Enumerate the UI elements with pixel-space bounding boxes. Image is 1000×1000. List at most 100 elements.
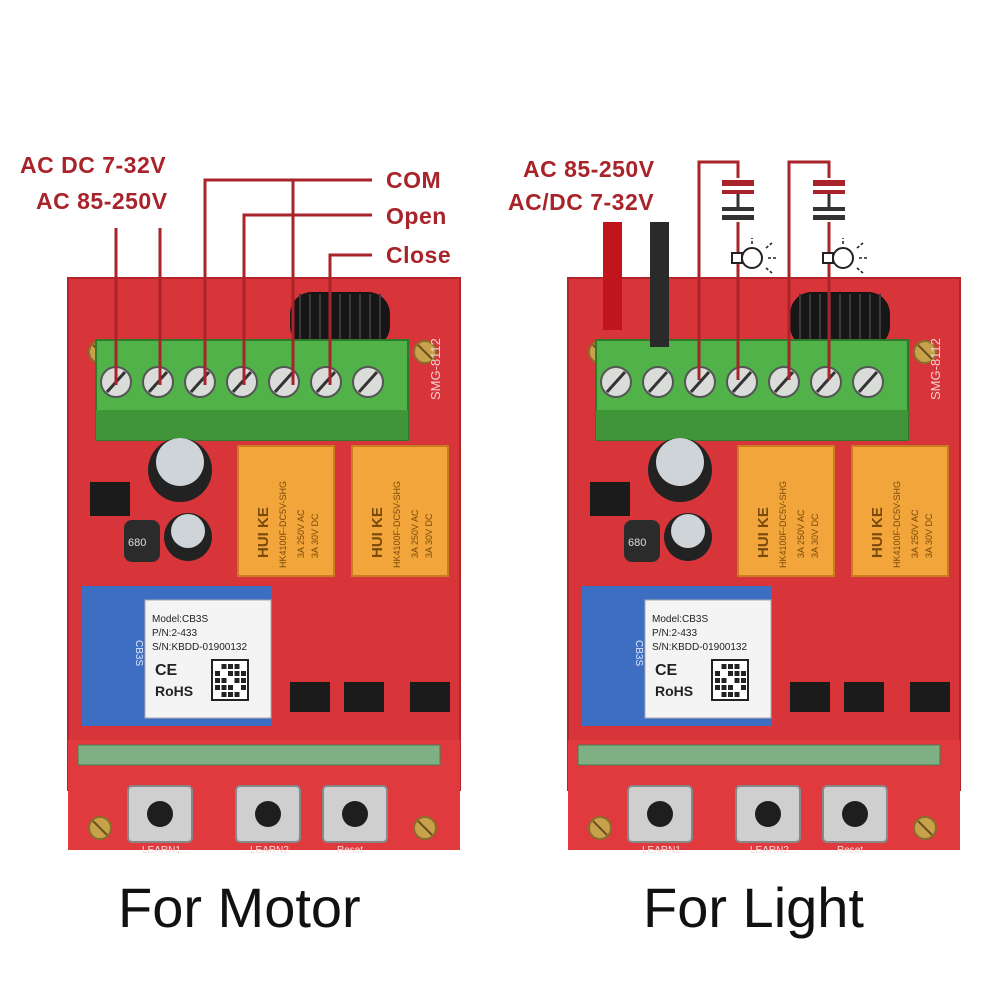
terminal-screw-slot bbox=[231, 370, 253, 394]
sn-line: S/N:KBDD-01900132 bbox=[152, 642, 247, 653]
qr-cell bbox=[215, 671, 220, 676]
button-label: Reset bbox=[337, 845, 363, 856]
qr-cell bbox=[728, 692, 733, 697]
qr-cell bbox=[734, 692, 740, 697]
board-code: SMG-8112 bbox=[428, 338, 443, 400]
board-code: SMG-8112 bbox=[928, 338, 943, 400]
push-button-cap bbox=[342, 801, 368, 827]
relay-rating-dc: 3A 30V DC bbox=[424, 513, 434, 558]
screw-slot bbox=[917, 820, 933, 836]
motor-board-photo: SMG-8112 680 HUI KE HK4100F-DC5V-SHG 3A 250V… bbox=[67, 178, 461, 856]
ic-chip bbox=[344, 682, 384, 712]
button-label: LEARN2 bbox=[750, 845, 789, 856]
qr-cell bbox=[234, 692, 240, 697]
relay-body bbox=[851, 445, 949, 577]
caption-for-motor: For Motor bbox=[118, 876, 361, 939]
qr-cell bbox=[215, 685, 220, 690]
qr-cell bbox=[221, 664, 227, 669]
screw-slot bbox=[417, 344, 433, 360]
relay-brand: HUI KE bbox=[755, 507, 772, 558]
qr-cell bbox=[234, 678, 240, 683]
relay-model: HK4100F-DC5V-SHG bbox=[892, 481, 902, 568]
ic-chip bbox=[90, 482, 130, 516]
qr-cell bbox=[721, 664, 727, 669]
capacitor-top bbox=[156, 438, 204, 486]
relay-rating-dc: 3A 30V DC bbox=[310, 513, 320, 558]
relay-body bbox=[351, 445, 449, 577]
inductor-code: 680 bbox=[628, 537, 646, 549]
antenna-code: CB3S bbox=[133, 640, 144, 666]
qr-cell bbox=[221, 678, 227, 683]
red-supply-wire bbox=[603, 222, 622, 330]
label-ac-85-250v: AC 85-250V bbox=[523, 156, 655, 182]
rohs-mark: RoHS bbox=[655, 683, 693, 699]
relay-brand: HUI KE bbox=[869, 507, 886, 558]
button-label: LEARN1 bbox=[142, 845, 181, 856]
qr-cell bbox=[734, 664, 740, 669]
relay-model: HK4100F-DC5V-SHG bbox=[278, 481, 288, 568]
qr-cell bbox=[228, 671, 233, 676]
screw-slot bbox=[92, 820, 108, 836]
ic-chip bbox=[844, 682, 884, 712]
header-strip bbox=[577, 744, 941, 766]
relay-rating-ac: 3A 250V AC bbox=[796, 509, 806, 558]
qr-cell bbox=[741, 671, 746, 676]
terminal-screw-slot bbox=[273, 370, 295, 394]
qr-cell bbox=[728, 685, 733, 690]
button-label: LEARN1 bbox=[642, 845, 681, 856]
push-button-cap bbox=[755, 801, 781, 827]
pn-line: P/N:2-433 bbox=[652, 628, 697, 639]
relay-body bbox=[737, 445, 835, 577]
module-shield bbox=[144, 599, 272, 719]
sn-line: S/N:KBDD-01900132 bbox=[652, 642, 747, 653]
qr-cell bbox=[715, 671, 720, 676]
screw-slot bbox=[592, 820, 608, 836]
push-button-cap bbox=[147, 801, 173, 827]
qr-cell bbox=[215, 678, 220, 683]
terminal-block-base bbox=[596, 410, 908, 440]
qr-cell bbox=[228, 692, 233, 697]
relay-brand: HUI KE bbox=[255, 507, 272, 558]
light-bulb-icon bbox=[822, 238, 867, 274]
qr-cell bbox=[741, 685, 746, 690]
qr-cell bbox=[241, 671, 246, 676]
terminal-screw-slot bbox=[731, 370, 753, 394]
inductor bbox=[124, 520, 160, 562]
lamp-source-symbol-2 bbox=[813, 180, 845, 220]
capacitor-top bbox=[671, 514, 705, 548]
terminal-screw-slot bbox=[647, 370, 669, 394]
ic-chip bbox=[910, 682, 950, 712]
push-button-cap bbox=[255, 801, 281, 827]
terminal-screw-slot bbox=[857, 370, 879, 394]
label-ac-dc-7-32v: AC DC 7-32V bbox=[20, 152, 167, 178]
pcb-board: SMG-8112 680 HUI KE HK4100F-DC5V-SHG 3A 250V… bbox=[67, 277, 461, 856]
qr-cell bbox=[728, 664, 733, 669]
antenna-code: CB3S bbox=[633, 640, 644, 666]
relay-body bbox=[237, 445, 335, 577]
qr-cell bbox=[221, 685, 227, 690]
qr-cell bbox=[228, 664, 233, 669]
terminal-block-base bbox=[96, 410, 408, 440]
qr-cell bbox=[715, 678, 720, 683]
relay-rating-ac: 3A 250V AC bbox=[410, 509, 420, 558]
qr-cell bbox=[734, 671, 740, 676]
module-shield bbox=[644, 599, 772, 719]
relay-rating-ac: 3A 250V AC bbox=[296, 509, 306, 558]
lamp-source-symbol-1 bbox=[722, 180, 754, 220]
rohs-mark: RoHS bbox=[155, 683, 193, 699]
terminal-screw-slot bbox=[147, 370, 169, 394]
qr-cell bbox=[721, 678, 727, 683]
caption-for-light: For Light bbox=[643, 876, 864, 939]
relay-brand: HUI KE bbox=[369, 507, 386, 558]
inductor-code: 680 bbox=[128, 537, 146, 549]
screw-slot bbox=[417, 820, 433, 836]
ic-chip bbox=[410, 682, 450, 712]
ce-mark: CE bbox=[155, 662, 178, 679]
capacitor-top bbox=[656, 438, 704, 486]
ic-chip bbox=[790, 682, 830, 712]
qr-cell bbox=[234, 671, 240, 676]
model-line: Model:CB3S bbox=[152, 614, 208, 625]
